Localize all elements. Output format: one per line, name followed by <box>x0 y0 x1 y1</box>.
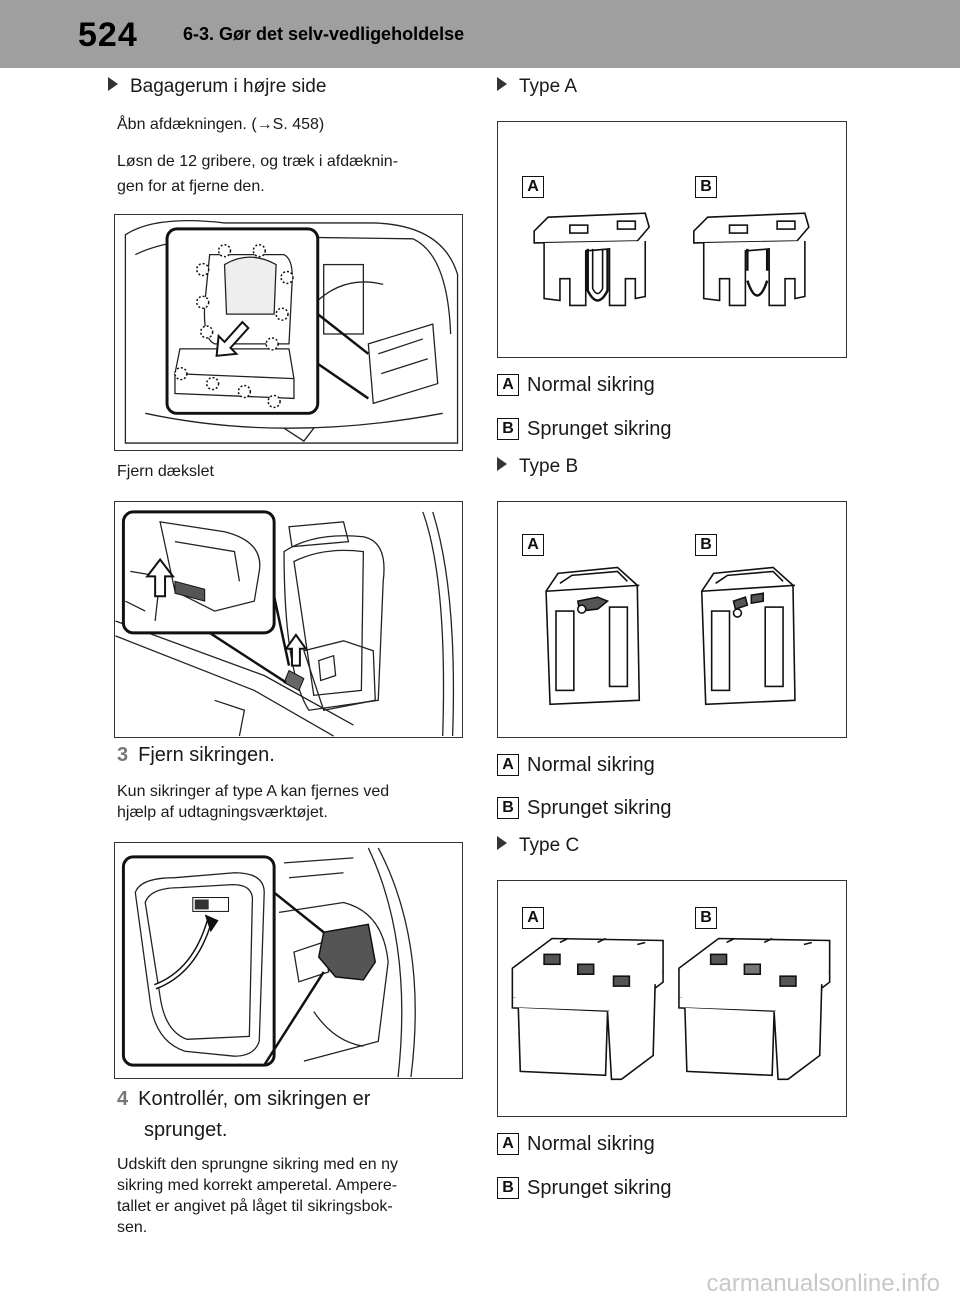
figure-c-tag-b: B <box>695 907 717 929</box>
legend-tag-b: B <box>497 797 519 819</box>
step-3-text: Fjern sikringen. <box>138 744 275 766</box>
step-3-note-line2: hjælp af udtagningsværktøjet. <box>117 804 328 821</box>
legend-blown-fuse: Sprunget sikring <box>527 418 672 440</box>
type-a-fuse-illustration <box>533 212 810 307</box>
figure-fuse-box-cover <box>114 501 463 738</box>
step-4-note-line-3: tallet er angivet på låget til sikringsb… <box>117 1198 393 1215</box>
legend-tag-b: B <box>497 1177 519 1199</box>
legend-normal-fuse: Normal sikring <box>527 754 655 776</box>
triangle-right-icon <box>108 77 118 91</box>
figure-c-tag-a: A <box>522 907 544 929</box>
step-3-note-line1: Kun sikringer af type A kan fjernes ved <box>117 783 390 800</box>
bullet-heading-text: Bagagerum i højre side <box>130 76 327 97</box>
step-4-line1: 4 Kontrollér, om sikringen er <box>117 1088 370 1111</box>
figure-trunk-cover <box>114 214 463 451</box>
step-4-text-line1: Kontrollér, om sikringen er <box>138 1088 371 1110</box>
type-a-heading: Type A <box>497 76 577 98</box>
triangle-right-icon <box>497 77 507 91</box>
para-release-line2: gen for at fjerne den. <box>117 178 265 195</box>
legend-blown-fuse: Sprunget sikring <box>527 797 672 819</box>
type-b-legend-b: B Sprunget sikring <box>497 797 672 820</box>
trunk-cover-illustration <box>124 220 459 444</box>
type-b-heading-text: Type B <box>519 456 579 477</box>
type-b-fuse-illustration <box>545 566 796 706</box>
type-c-fuse-illustration <box>511 937 831 1081</box>
type-b-legend-a: A Normal sikring <box>497 754 655 777</box>
legend-tag-a: A <box>497 1133 519 1155</box>
caption-remove-cover: Fjern dækslet <box>117 463 214 480</box>
type-c-legend-b: B Sprunget sikring <box>497 1177 672 1200</box>
figure-type-a-fuses: A B <box>497 121 847 358</box>
figure-type-c-fuses: A B <box>497 880 847 1117</box>
step-4-note-line-2: sikring med korrekt amperetal. Ampere- <box>117 1177 398 1194</box>
type-a-legend-a: A Normal sikring <box>497 374 655 397</box>
type-a-legend-b: B Sprunget sikring <box>497 418 672 441</box>
watermark: carmanualsonline.info <box>706 1270 940 1297</box>
para-open-cover: Åbn afdækningen. (→S. 458) <box>117 116 325 133</box>
para-release-line1: Løsn de 12 gribere, og træk i afdæknin- <box>117 153 399 170</box>
legend-normal-fuse: Normal sikring <box>527 374 655 396</box>
header-band <box>0 0 960 68</box>
figure-type-b-fuses: A B <box>497 501 847 738</box>
legend-tag-a: A <box>497 374 519 396</box>
type-b-heading: Type B <box>497 456 578 478</box>
type-c-heading: Type C <box>497 835 579 857</box>
page-number: 524 <box>78 16 138 54</box>
figure-a-tag-b: B <box>695 176 717 198</box>
legend-tag-b: B <box>497 418 519 440</box>
step-4-note-line-4: sen. <box>117 1219 148 1236</box>
type-a-heading-text: Type A <box>519 76 578 97</box>
step-4-line2: sprunget. <box>144 1119 228 1141</box>
triangle-right-icon <box>497 457 507 471</box>
fuse-box-cover-illustration <box>115 510 455 737</box>
section-title: 6-3. Gør det selv-vedligeholdelse <box>183 24 465 44</box>
legend-normal-fuse: Normal sikring <box>527 1133 655 1155</box>
bullet-heading-luggage: Bagagerum i højre side <box>108 76 326 98</box>
triangle-right-icon <box>497 836 507 850</box>
legend-blown-fuse: Sprunget sikring <box>527 1177 672 1199</box>
figure-b-tag-a: A <box>522 534 544 556</box>
step-4-note-line-1: Udskift den sprungne sikring med en ny <box>117 1156 399 1173</box>
type-c-legend-a: A Normal sikring <box>497 1133 655 1156</box>
figure-removal-tool <box>114 842 463 1079</box>
legend-tag-a: A <box>497 754 519 776</box>
removal-tool-illustration <box>121 847 416 1078</box>
step-4-number: 4 <box>117 1088 129 1110</box>
figure-b-tag-b: B <box>695 534 717 556</box>
step-3-number: 3 <box>117 744 129 766</box>
type-c-heading-text: Type C <box>519 835 580 856</box>
figure-a-tag-a: A <box>522 176 544 198</box>
step-3: 3 Fjern sikringen. <box>117 744 275 767</box>
